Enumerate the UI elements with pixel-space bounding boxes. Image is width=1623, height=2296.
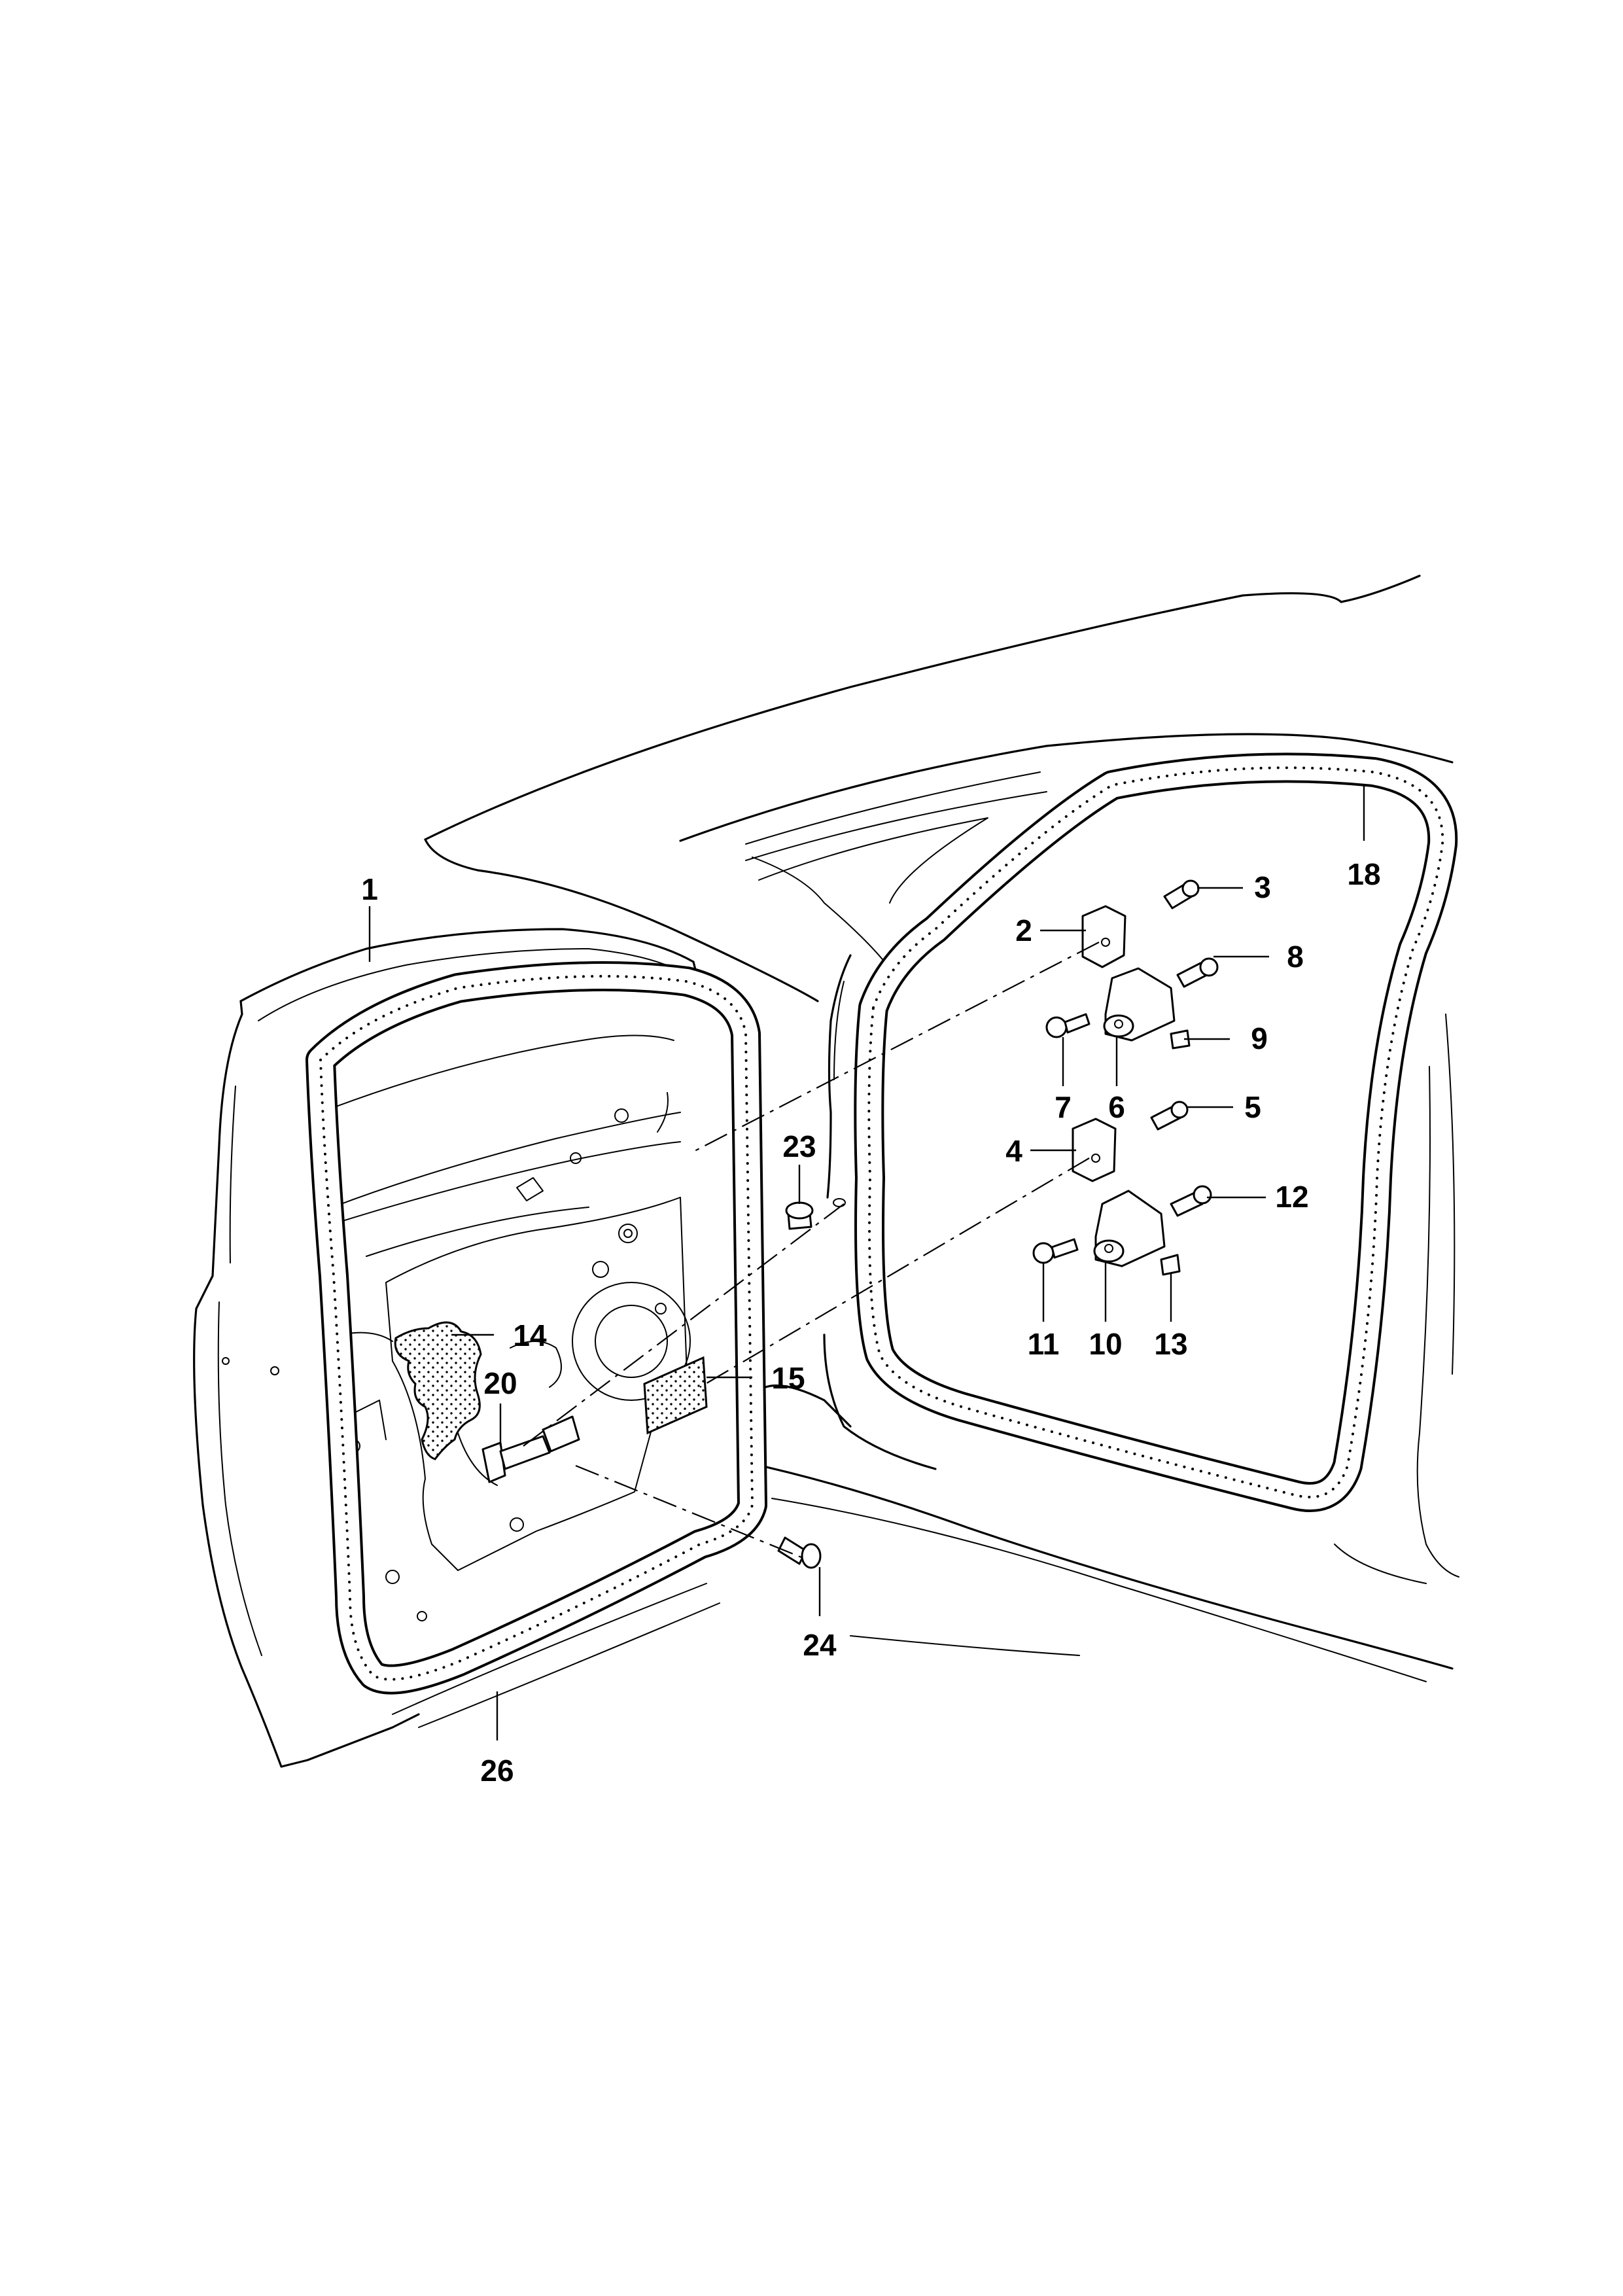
door-shell xyxy=(193,928,720,1768)
door-seal xyxy=(305,961,767,1695)
callout-8: 8 xyxy=(1287,940,1304,974)
callout-10: 10 xyxy=(1089,1327,1122,1361)
part-2-bracket xyxy=(1081,905,1126,968)
callout-14: 14 xyxy=(513,1318,547,1352)
part-20-door-check xyxy=(481,1415,580,1483)
callout-2: 2 xyxy=(1015,913,1032,947)
car-body xyxy=(424,574,1459,1682)
leader-lines xyxy=(368,785,1365,1740)
part-13-bushing xyxy=(1160,1254,1181,1276)
callout-7: 7 xyxy=(1055,1090,1072,1124)
callout-24: 24 xyxy=(803,1628,837,1662)
lower-hinge-parts xyxy=(1032,1101,1212,1276)
upper-hinge-parts xyxy=(1045,879,1219,1050)
part-14-pad xyxy=(394,1321,482,1460)
callout-labels: 1 2 3 4 5 6 7 8 9 10 11 12 13 14 15 18 2… xyxy=(361,857,1380,1788)
part-7-bolt xyxy=(1045,1016,1068,1038)
callout-20: 20 xyxy=(483,1366,517,1400)
body-door-seal xyxy=(854,752,1458,1512)
part-24-bolt xyxy=(777,1536,822,1569)
callout-4: 4 xyxy=(1005,1134,1022,1168)
part-9-bushing xyxy=(1170,1029,1191,1050)
part-15-pad xyxy=(643,1356,708,1435)
callout-11: 11 xyxy=(1028,1327,1060,1361)
callout-12: 12 xyxy=(1275,1180,1308,1214)
assembly-lines xyxy=(523,942,1100,1559)
part-23-bolt xyxy=(785,1201,814,1230)
callout-15: 15 xyxy=(771,1361,805,1395)
callout-1: 1 xyxy=(361,872,378,906)
callout-13: 13 xyxy=(1154,1327,1187,1361)
part-11-bolt xyxy=(1032,1242,1055,1264)
callout-9: 9 xyxy=(1251,1021,1268,1055)
callout-5: 5 xyxy=(1244,1090,1261,1124)
part-4-bracket xyxy=(1072,1118,1117,1182)
callout-6: 6 xyxy=(1108,1090,1125,1124)
callout-23: 23 xyxy=(782,1129,816,1163)
callout-18: 18 xyxy=(1347,857,1380,891)
callout-3: 3 xyxy=(1254,870,1271,904)
callout-26: 26 xyxy=(480,1754,514,1788)
